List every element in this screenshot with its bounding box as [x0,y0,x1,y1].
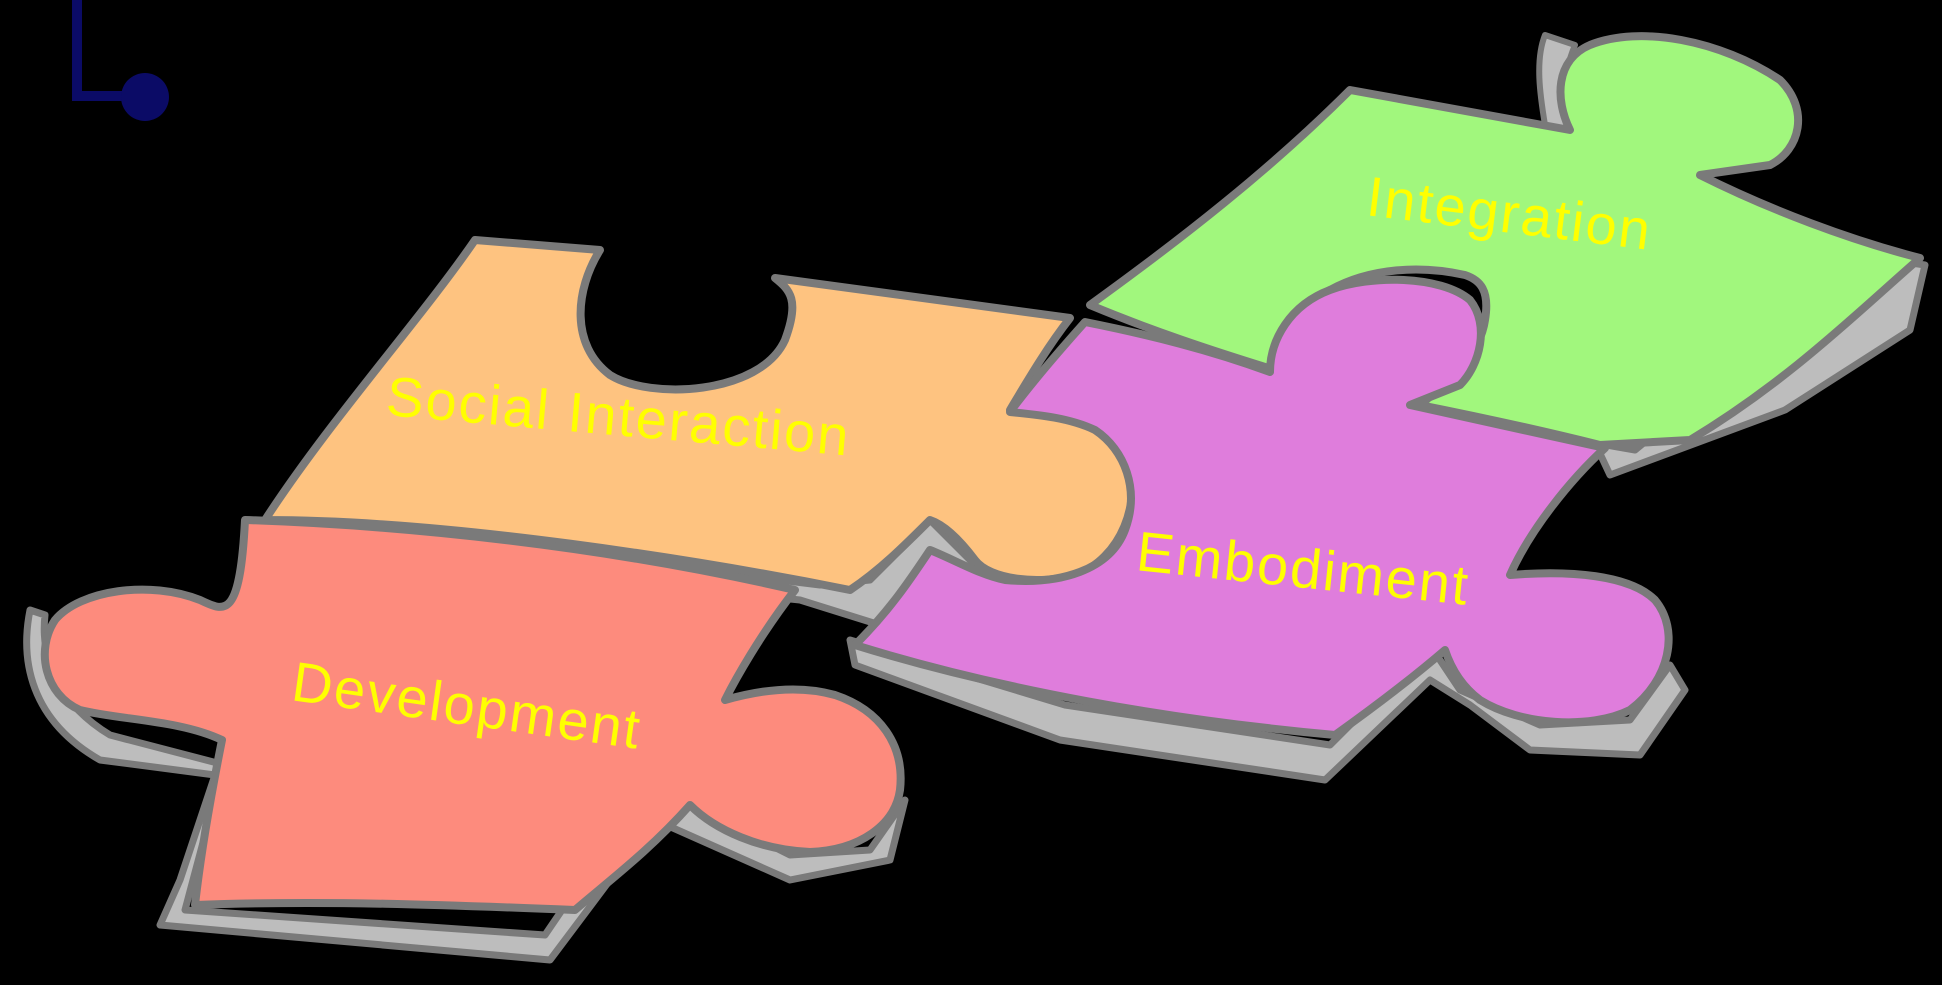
piece-face [851,275,1673,739]
piece-face [40,516,905,914]
connector-line-icon [72,0,140,101]
corner-connector-mark [72,0,169,121]
connector-node-icon [121,73,169,121]
puzzle-piece-embodiment [846,275,1689,784]
puzzle-piece-development [23,516,909,964]
